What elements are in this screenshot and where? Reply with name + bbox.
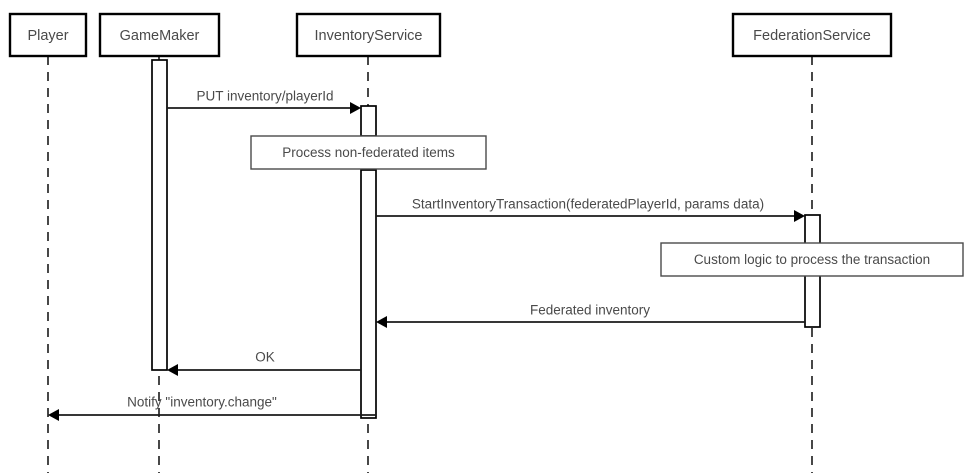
message-label-msg-federated-inventory: Federated inventory: [530, 303, 650, 318]
activation-bar-gamemaker[interactable]: [151, 59, 168, 371]
message-label-msg-put-inventory: PUT inventory/playerId: [196, 89, 333, 104]
participant-box-player[interactable]: [8, 12, 88, 58]
note-box-note-process-non-federated-items[interactable]: [250, 135, 487, 170]
activations-layer: [151, 59, 821, 419]
message-arrowhead-msg-ok: [167, 364, 178, 376]
message-arrowhead-msg-put-inventory: [350, 102, 361, 114]
participant-label-player: Player: [27, 28, 68, 44]
message-arrowhead-msg-notify-inventory-change: [48, 409, 59, 421]
participant-label-federationservice: FederationService: [753, 28, 871, 44]
activation-bar-inventoryservice[interactable]: [360, 169, 377, 419]
participant-box-federationservice[interactable]: [731, 12, 893, 58]
participant-box-gamemaker[interactable]: [98, 12, 221, 58]
note-label-note-process-non-federated-items: Process non-federated items: [282, 145, 455, 160]
messages-layer: PUT inventory/playerIdStartInventoryTran…: [48, 89, 805, 421]
participant-label-gamemaker: GameMaker: [120, 28, 200, 44]
message-arrowhead-msg-start-inventory-transaction: [794, 210, 805, 222]
participant-label-inventoryservice: InventoryService: [315, 28, 423, 44]
message-label-msg-start-inventory-transaction: StartInventoryTransaction(federatedPlaye…: [412, 197, 764, 212]
note-box-note-custom-logic[interactable]: [660, 242, 964, 277]
activation-bar-inventoryservice[interactable]: [360, 105, 377, 137]
participant-box-inventoryservice[interactable]: [295, 12, 442, 58]
message-arrowhead-msg-federated-inventory: [376, 316, 387, 328]
note-label-note-custom-logic: Custom logic to process the transaction: [694, 252, 930, 267]
participants-layer: Player GameMaker InventoryService Federatio…: [8, 12, 893, 58]
message-label-msg-ok: OK: [255, 350, 275, 365]
message-label-msg-notify-inventory-change: Notify "inventory.change": [127, 395, 277, 410]
